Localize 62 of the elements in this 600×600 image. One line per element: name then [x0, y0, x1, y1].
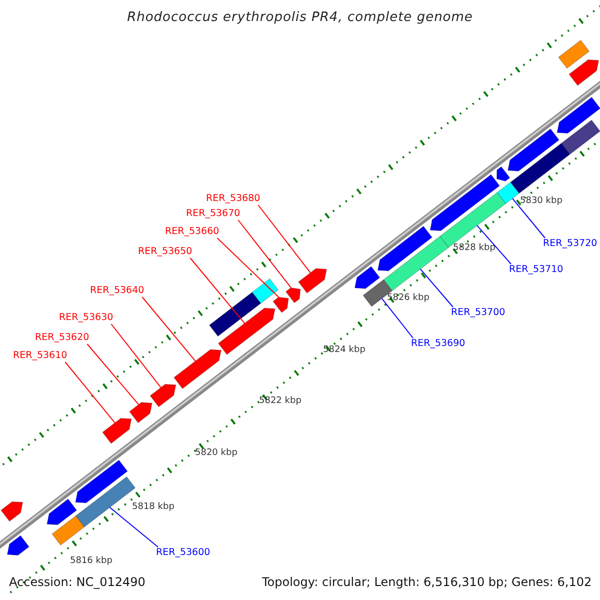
leader-line	[258, 204, 311, 274]
scale-label: 5820 kbp	[195, 448, 238, 459]
gene-label: RER_53640	[90, 285, 144, 297]
gene-segment	[208, 292, 262, 337]
footer-text: Accession: NC_012490	[9, 575, 146, 589]
gene-feature	[129, 402, 152, 424]
scale-label: 5826 kbp	[387, 293, 430, 304]
gene-feature	[285, 287, 301, 304]
gene-label: RER_53630	[59, 312, 114, 324]
leader-line	[420, 268, 454, 308]
scale-label: 5824 kbp	[323, 345, 366, 356]
gene-segment	[383, 236, 450, 292]
gene-feature	[75, 460, 128, 504]
gene-feature	[0, 501, 24, 522]
leader-line	[86, 344, 140, 406]
gene-label: RER_53700	[451, 307, 506, 319]
leader-line	[64, 362, 116, 424]
gene-segment	[496, 182, 520, 204]
gene-feature	[508, 128, 560, 172]
leader-line	[142, 296, 196, 362]
gene-feature	[568, 59, 600, 86]
gene-segment	[252, 278, 279, 304]
gene-label: RER_53720	[543, 238, 598, 250]
gene-segment	[52, 515, 85, 546]
gene-feature	[377, 226, 432, 272]
gene-feature	[272, 296, 289, 313]
title: Rhodococcus erythropolis PR4, complete genome	[126, 10, 474, 25]
leader-line	[110, 324, 162, 388]
gene-label: RER_53620	[35, 332, 90, 344]
gene-feature	[556, 96, 600, 134]
gene-label: RER_53660	[165, 226, 220, 238]
gene-label: RER_53710	[509, 264, 564, 276]
gene-feature	[430, 174, 500, 231]
gene-feature	[150, 384, 176, 408]
gene-feature	[6, 535, 30, 556]
leader-line	[190, 258, 246, 324]
gene-segment	[558, 40, 590, 69]
gene-segment	[510, 142, 570, 194]
scale-label: 5830 kbp	[520, 196, 562, 207]
footer-text: Topology: circular; Length: 6,516,310 bp; Genes: 6,102	[262, 575, 592, 589]
gene-feature	[218, 308, 276, 355]
leader-line	[238, 220, 292, 288]
gene-feature	[46, 498, 78, 526]
leader-line	[381, 298, 414, 338]
gene-label: RER_53670	[186, 208, 240, 220]
gene-label: RER_53650	[138, 246, 192, 258]
gene-feature	[174, 349, 222, 390]
gene-segment	[560, 120, 600, 155]
gene-feature	[102, 418, 132, 444]
gene-label: RER_53690	[411, 338, 466, 350]
gene-label: RER_53680	[206, 193, 260, 205]
leader-line	[109, 506, 158, 548]
gene-label: RER_53610	[13, 350, 68, 362]
scale-label: 5822 kbp	[259, 396, 302, 407]
leader-line	[216, 238, 280, 298]
scale-label: 5828 kbp	[453, 243, 496, 254]
scale-label: 5816 kbp	[70, 556, 112, 567]
gene-feature	[354, 266, 380, 289]
scale-label: 5818 kbp	[132, 502, 174, 513]
gene-label: RER_53600	[156, 547, 210, 559]
gene-feature	[298, 268, 327, 294]
leader-line	[476, 225, 512, 264]
